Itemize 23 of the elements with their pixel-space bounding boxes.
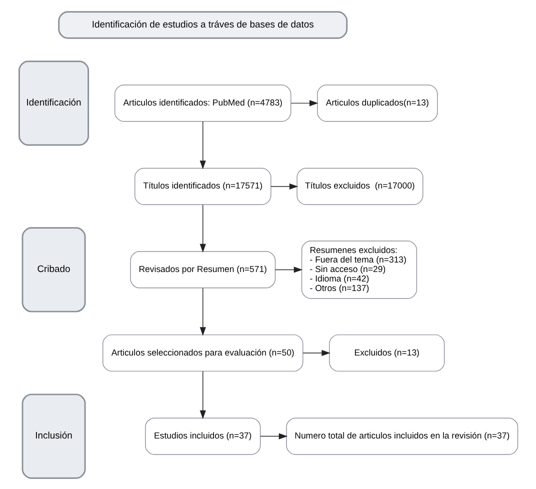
node-box: Resumenes excluidos: - Fuera del tema (n=313) - Sin acceso (n=29) - Idioma (n=42) - Otros (n=137) [300,240,417,298]
arrow [199,204,206,252]
arrow [199,287,206,336]
node-box: Inclusión [21,393,86,478]
arrow [199,370,206,419]
arrow [260,432,288,439]
node-box: Excluidos (n=13) [328,334,444,372]
node-box: Revisados por Resumen (n=571) [130,250,276,288]
arrow [274,266,302,272]
node-box: Identificación [18,60,89,146]
node-box: Articulos duplicados(n=13) [316,84,438,122]
node-box: Estudios incluidos (n=37) [144,417,260,454]
arrow [199,120,206,169]
node-box: Títulos excluidos (n=17000) [296,167,423,204]
node-box: Articulos identificados: PubMed (n=4783) [114,84,291,122]
node-box: Numero total de articulos incluidos en la revisión (n=37) [286,417,518,454]
node-box: Cribado [21,226,86,312]
node-box: Identificación de estudios a tráves de bases de datos [58,10,348,38]
arrow [270,182,298,190]
arrow [302,349,330,356]
node-box: Articulos seleccionados para evaluación (n=50) [102,334,303,372]
node-box: Títulos identificados (n=17571) [134,167,271,204]
arrow [290,100,318,106]
